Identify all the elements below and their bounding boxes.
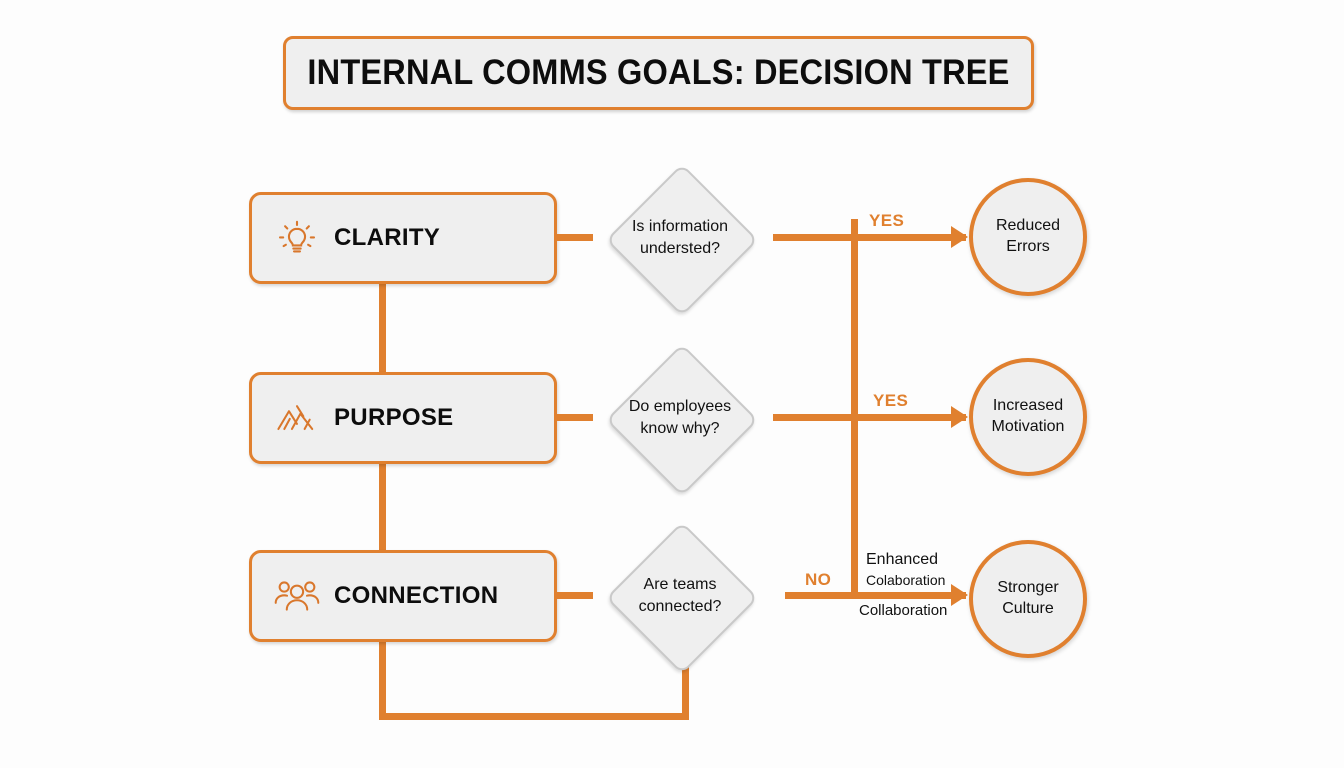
connector-loopback-up	[682, 643, 689, 719]
edge-label-no-3: NO	[805, 570, 832, 589]
arrowhead-to-stronger-culture	[951, 584, 968, 606]
outcome-text-line1: Stronger	[997, 579, 1059, 597]
outcome-text-line1: Reduced	[995, 217, 1061, 235]
goal-node-purpose[interactable]: PURPOSE	[249, 372, 557, 464]
goal-label-connection: CONNECTION	[334, 582, 499, 609]
decision-node-clarity[interactable]: Is information understed?	[585, 163, 775, 317]
outcome-node-stronger-culture[interactable]: Stronger Culture	[969, 540, 1087, 658]
outcome-text-line2: Culture	[1002, 600, 1054, 617]
decision-node-connection[interactable]: Are teams connected?	[585, 521, 775, 675]
edge-label-yes-1: YES	[869, 211, 905, 230]
edge-label-enhanced: Enhanced	[866, 551, 939, 568]
diagram-title-box: INTERNAL COMMS GOALS: DECISION TREE	[283, 36, 1034, 110]
goal-node-connection[interactable]: CONNECTION	[249, 550, 557, 642]
edge-label-collaboration-large: Collaboration	[859, 602, 948, 619]
connector-clarity-to-purpose	[379, 284, 386, 378]
decision-diamond-shape	[605, 343, 759, 497]
connector-connection-to-decision	[555, 592, 593, 599]
connector-clarity-to-decision	[555, 234, 593, 241]
goal-label-clarity: CLARITY	[334, 224, 441, 251]
outcome-text-line2: Errors	[1006, 238, 1050, 255]
edge-label-yes-2: YES	[873, 391, 909, 410]
outcome-node-reduced-errors[interactable]: Reduced Errors	[969, 178, 1087, 296]
connector-purpose-to-connection	[379, 464, 386, 558]
decision-diamond-shape	[605, 163, 759, 317]
people-group-icon	[270, 572, 324, 620]
edge-label-colaboration-small: Colaboration	[866, 572, 946, 588]
outcome-node-increased-motivation[interactable]: Increased Motivation	[969, 358, 1087, 476]
lightbulb-icon	[270, 214, 324, 262]
decision-node-purpose[interactable]: Do employees know why?	[585, 343, 775, 497]
connector-purpose-to-decision	[555, 414, 593, 421]
arrowhead-to-reduced-errors	[951, 226, 968, 248]
outcome-text-line1: Increased	[992, 397, 1064, 415]
decision-diamond-shape	[605, 521, 759, 675]
connector-decision3-to-outcome	[785, 592, 966, 599]
page-title: INTERNAL COMMS GOALS: DECISION TREE	[307, 53, 1010, 92]
connector-decision2-to-outcome	[773, 414, 966, 421]
mountain-icon	[270, 394, 324, 442]
connector-loopback-across	[379, 713, 689, 720]
connector-loopback-down	[379, 640, 386, 720]
connector-decision1-to-outcome	[773, 234, 966, 241]
outcome-text-line2: Motivation	[991, 418, 1065, 435]
goal-label-purpose: PURPOSE	[334, 404, 454, 431]
goal-node-clarity[interactable]: CLARITY	[249, 192, 557, 284]
arrowhead-to-increased-motivation	[951, 406, 968, 428]
connector-outcome-trunk	[851, 219, 858, 597]
